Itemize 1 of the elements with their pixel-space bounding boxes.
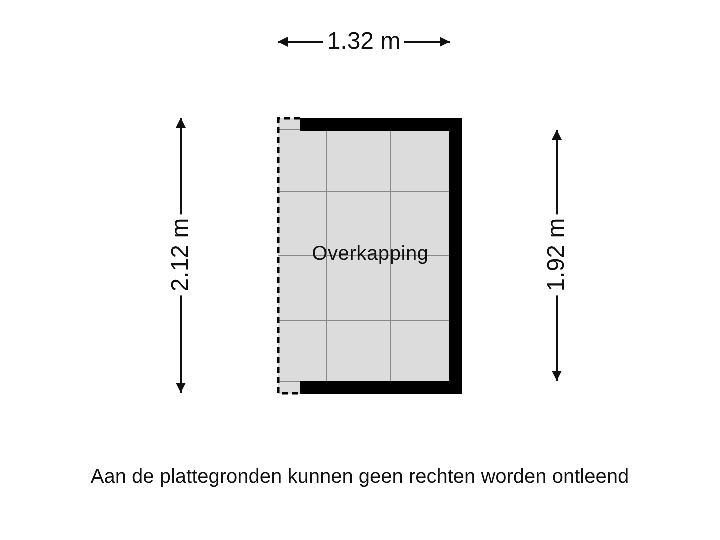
disclaimer-text: Aan de plattegronden kunnen geen rechten worden ontleend bbox=[90, 466, 630, 489]
